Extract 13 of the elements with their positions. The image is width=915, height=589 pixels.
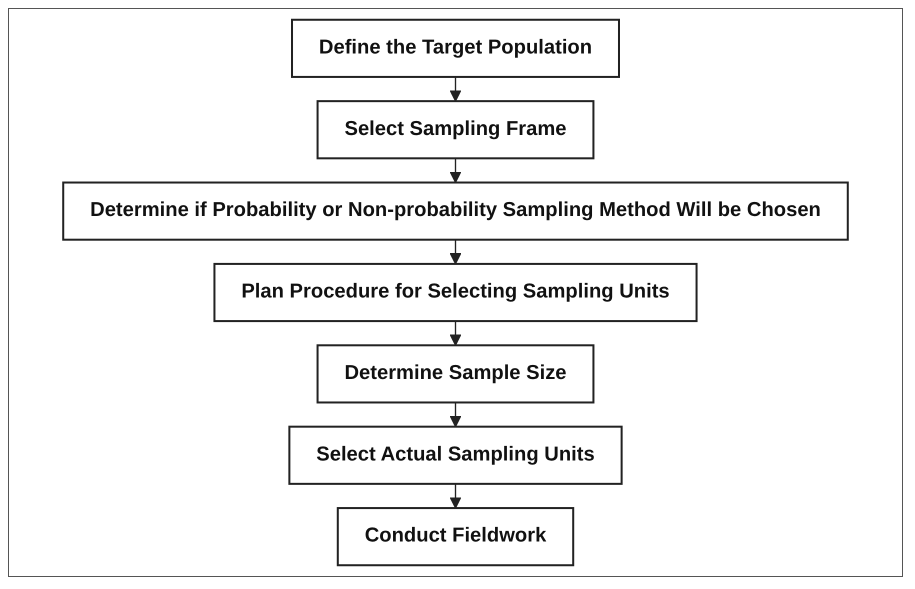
- arrow: [450, 484, 462, 509]
- arrow: [450, 321, 462, 346]
- process-box: Select Actual Sampling Units: [288, 426, 623, 485]
- process-box: Select Sampling Frame: [316, 100, 594, 160]
- arrow: [450, 240, 462, 264]
- arrow: [450, 402, 462, 428]
- arrow: [450, 158, 462, 184]
- process-box: Conduct Fieldwork: [336, 507, 574, 566]
- process-box: Plan Procedure for Selecting Sampling Units: [213, 262, 698, 322]
- process-box: Determine if Probability or Non-probability Sampling Method Will be Chosen: [62, 182, 849, 241]
- process-box: Determine Sample Size: [316, 344, 594, 404]
- arrow: [450, 76, 462, 102]
- process-box: Define the Target Population: [291, 18, 620, 78]
